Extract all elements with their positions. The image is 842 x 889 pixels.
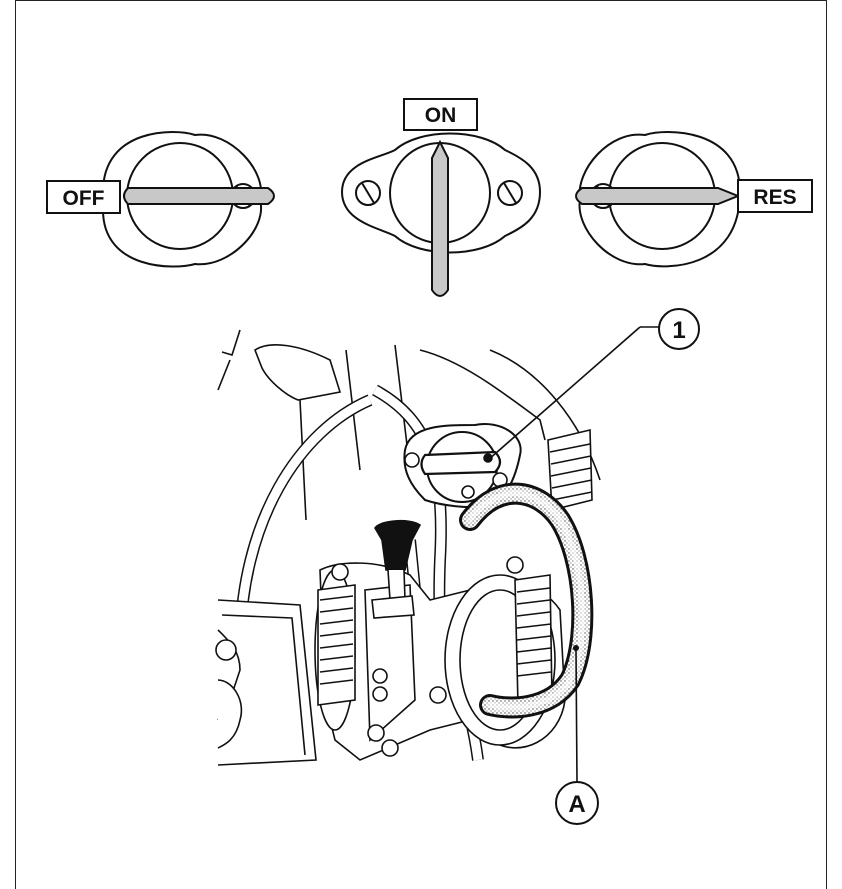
- callout-a: A: [555, 645, 599, 825]
- position-tag-on: ON: [403, 98, 478, 131]
- position-tag-off: OFF: [46, 180, 121, 214]
- position-label-on: ON: [425, 104, 457, 127]
- valve-on: ON: [340, 98, 542, 297]
- valve-res: RES: [575, 130, 813, 268]
- fuel-tap: [403, 423, 522, 509]
- valve-off: OFF: [46, 130, 275, 268]
- position-label-res: RES: [753, 186, 796, 209]
- valve-lever: [431, 139, 449, 297]
- callout-1: 1: [487, 308, 700, 461]
- position-label-off: OFF: [63, 187, 105, 210]
- engine-illustration: [215, 329, 601, 766]
- figure-frame: [15, 0, 827, 889]
- ribbed-cylinder: [547, 428, 593, 512]
- air-box: [215, 599, 317, 766]
- choke-knob: [371, 519, 422, 619]
- valve-lever: [575, 187, 741, 205]
- fuel-hose-a: [459, 482, 594, 719]
- valve-lever: [123, 187, 275, 205]
- position-tag-res: RES: [737, 179, 813, 213]
- callout-label-1: 1: [672, 317, 685, 344]
- callout-label-a: A: [568, 791, 585, 818]
